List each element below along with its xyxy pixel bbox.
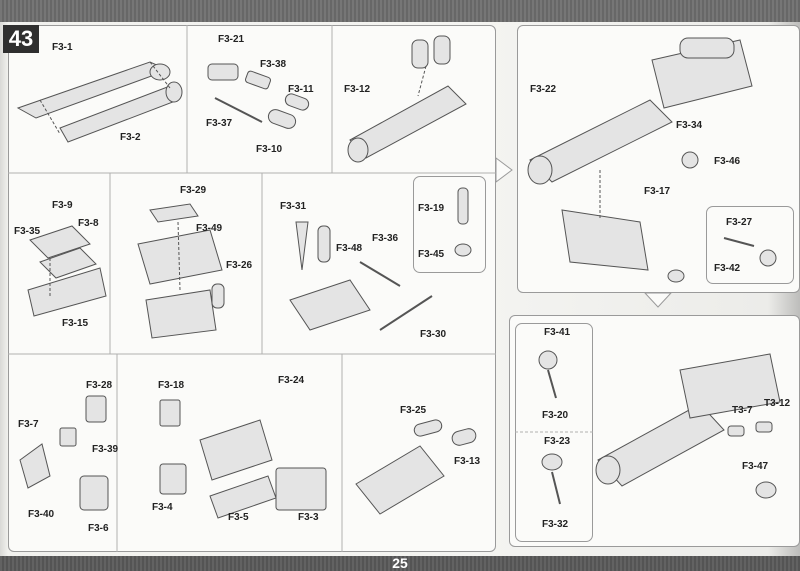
label-t3-7: T3-7 <box>732 405 753 416</box>
label-f3-45: F3-45 <box>418 249 445 260</box>
arrow-to-lower-panel <box>643 292 673 308</box>
label-f3-27: F3-27 <box>726 217 753 228</box>
label-f3-41: F3-41 <box>544 327 571 338</box>
part-f3-13-group <box>355 419 477 515</box>
top-border <box>0 0 800 22</box>
label-f3-4: F3-4 <box>152 502 173 513</box>
label-f3-13: F3-13 <box>454 456 481 467</box>
label-f3-9: F3-9 <box>52 200 73 211</box>
label-f3-24: F3-24 <box>278 375 305 386</box>
upper-right-gun-assembly <box>527 37 753 283</box>
part-f3-5-group <box>159 399 327 519</box>
part-f3-15-group <box>27 225 107 317</box>
label-f3-40: F3-40 <box>28 509 55 520</box>
sub-assembly-box-f3-19 <box>413 176 486 273</box>
label-f3-31: F3-31 <box>280 201 307 212</box>
arrow-to-right-panel <box>495 157 513 183</box>
label-f3-34: F3-34 <box>676 120 703 131</box>
part-f3-1-f3-2 <box>16 61 183 143</box>
label-f3-22: F3-22 <box>530 84 557 95</box>
label-f3-15: F3-15 <box>62 318 89 329</box>
label-f3-19: F3-19 <box>418 203 445 214</box>
step-number: 43 <box>3 25 39 53</box>
label-f3-18: F3-18 <box>158 380 185 391</box>
label-f3-6: F3-6 <box>88 523 109 534</box>
label-f3-28: F3-28 <box>86 380 113 391</box>
lower-right-gun-assembly <box>595 353 781 499</box>
label-f3-5: F3-5 <box>228 512 249 523</box>
label-f3-39: F3-39 <box>92 444 119 455</box>
label-f3-47: F3-47 <box>742 461 769 472</box>
bottom-border <box>0 556 800 571</box>
label-f3-10: F3-10 <box>256 144 283 155</box>
part-f3-21-group <box>207 63 310 129</box>
label-t3-12: T3-12 <box>764 398 791 409</box>
label-f3-1: F3-1 <box>52 42 73 53</box>
label-f3-48: F3-48 <box>336 243 363 254</box>
label-f3-46: F3-46 <box>714 156 741 167</box>
panel-dividers <box>8 25 593 552</box>
label-f3-30: F3-30 <box>420 329 447 340</box>
label-f3-17: F3-17 <box>644 186 671 197</box>
part-f3-27-group <box>723 237 777 267</box>
part-f3-6-group <box>19 395 109 511</box>
label-f3-11: F3-11 <box>288 84 314 95</box>
label-f3-20: F3-20 <box>542 410 569 421</box>
label-f3-3: F3-3 <box>298 512 319 523</box>
part-f3-49-group <box>137 203 225 339</box>
part-f3-12-barrel <box>347 35 467 163</box>
label-f3-25: F3-25 <box>400 405 427 416</box>
label-f3-21: F3-21 <box>218 34 245 45</box>
label-f3-42: F3-42 <box>714 263 741 274</box>
label-f3-49: F3-49 <box>196 223 223 234</box>
label-f3-7: F3-7 <box>18 419 39 430</box>
label-f3-12: F3-12 <box>344 84 371 95</box>
label-f3-29: F3-29 <box>180 185 207 196</box>
label-f3-36: F3-36 <box>372 233 399 244</box>
part-f3-19-group <box>454 187 472 257</box>
label-f3-32: F3-32 <box>542 519 569 530</box>
label-f3-35: F3-35 <box>14 226 41 237</box>
label-f3-23: F3-23 <box>544 436 571 447</box>
label-f3-8: F3-8 <box>78 218 99 229</box>
label-f3-2: F3-2 <box>120 132 141 143</box>
page-number: 25 <box>392 555 408 571</box>
label-f3-38: F3-38 <box>260 59 287 70</box>
part-f3-30-group <box>289 221 433 331</box>
label-f3-26: F3-26 <box>226 260 253 271</box>
label-f3-37: F3-37 <box>206 118 233 129</box>
part-f3-41-group <box>538 350 563 505</box>
